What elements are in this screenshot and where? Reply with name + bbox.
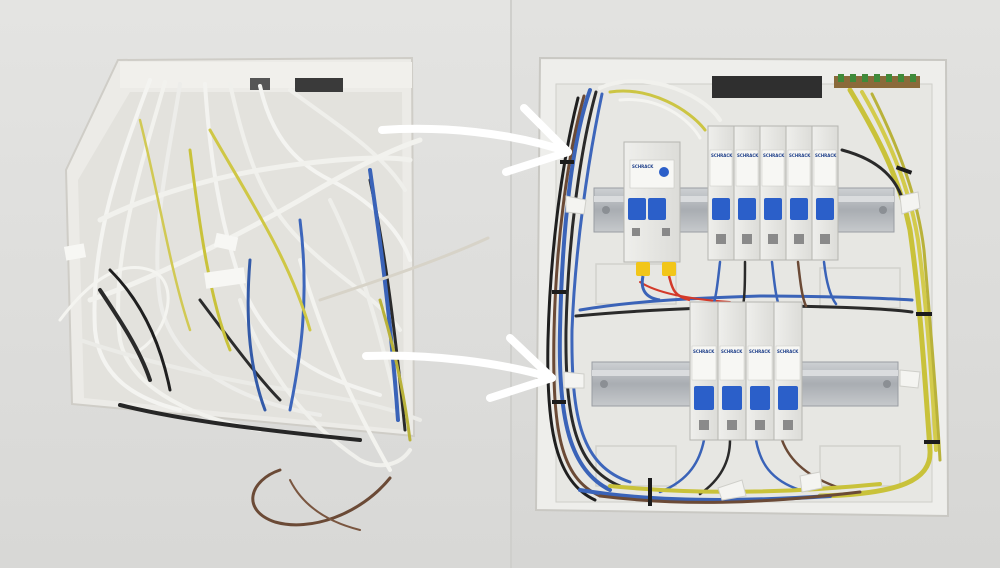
breaker-brand: SCHRACK [749,349,771,354]
breaker-brand: SCHRACK [763,153,785,158]
breaker-row-top: SCHRACK SCHRACK SCHRACK SC [707,125,839,261]
rail-clips [563,191,921,501]
breaker-brand: SCHRACK [693,349,715,354]
breaker-top-3: SCHRACK [759,125,787,261]
breaker-bottom-2: SCHRACK [717,301,747,441]
left-messy-wires [58,78,490,531]
breaker-bottom-4: SCHRACK [773,301,803,441]
photo-divider [510,0,512,568]
arrow-top-icon [378,104,572,176]
breaker-brand: SCHRACK [737,153,759,158]
breaker-brand: SCHRACK [789,153,811,158]
breaker-top-1: SCHRACK [707,125,735,261]
arrow-bottom-icon [362,334,556,402]
right-organized-wires [546,79,942,506]
breaker-row-bottom: SCHRACK SCHRACK SCHRACK SC [689,301,803,441]
rcd-breaker: SCHRACK [623,141,691,302]
breaker-bottom-1: SCHRACK [689,301,719,441]
breaker-brand: SCHRACK [721,349,743,354]
rcd-brand: SCHRACK [632,164,654,169]
ground-terminal-bar [834,74,920,88]
breaker-bottom-3: SCHRACK [745,301,775,441]
breaker-top-2: SCHRACK [733,125,761,261]
breaker-top-5: SCHRACK [811,125,839,261]
breaker-brand: SCHRACK [815,153,837,158]
breaker-brand: SCHRACK [711,153,733,158]
breaker-brand: SCHRACK [777,349,799,354]
breaker-top-4: SCHRACK [785,125,813,261]
transform-arrows [362,104,572,402]
